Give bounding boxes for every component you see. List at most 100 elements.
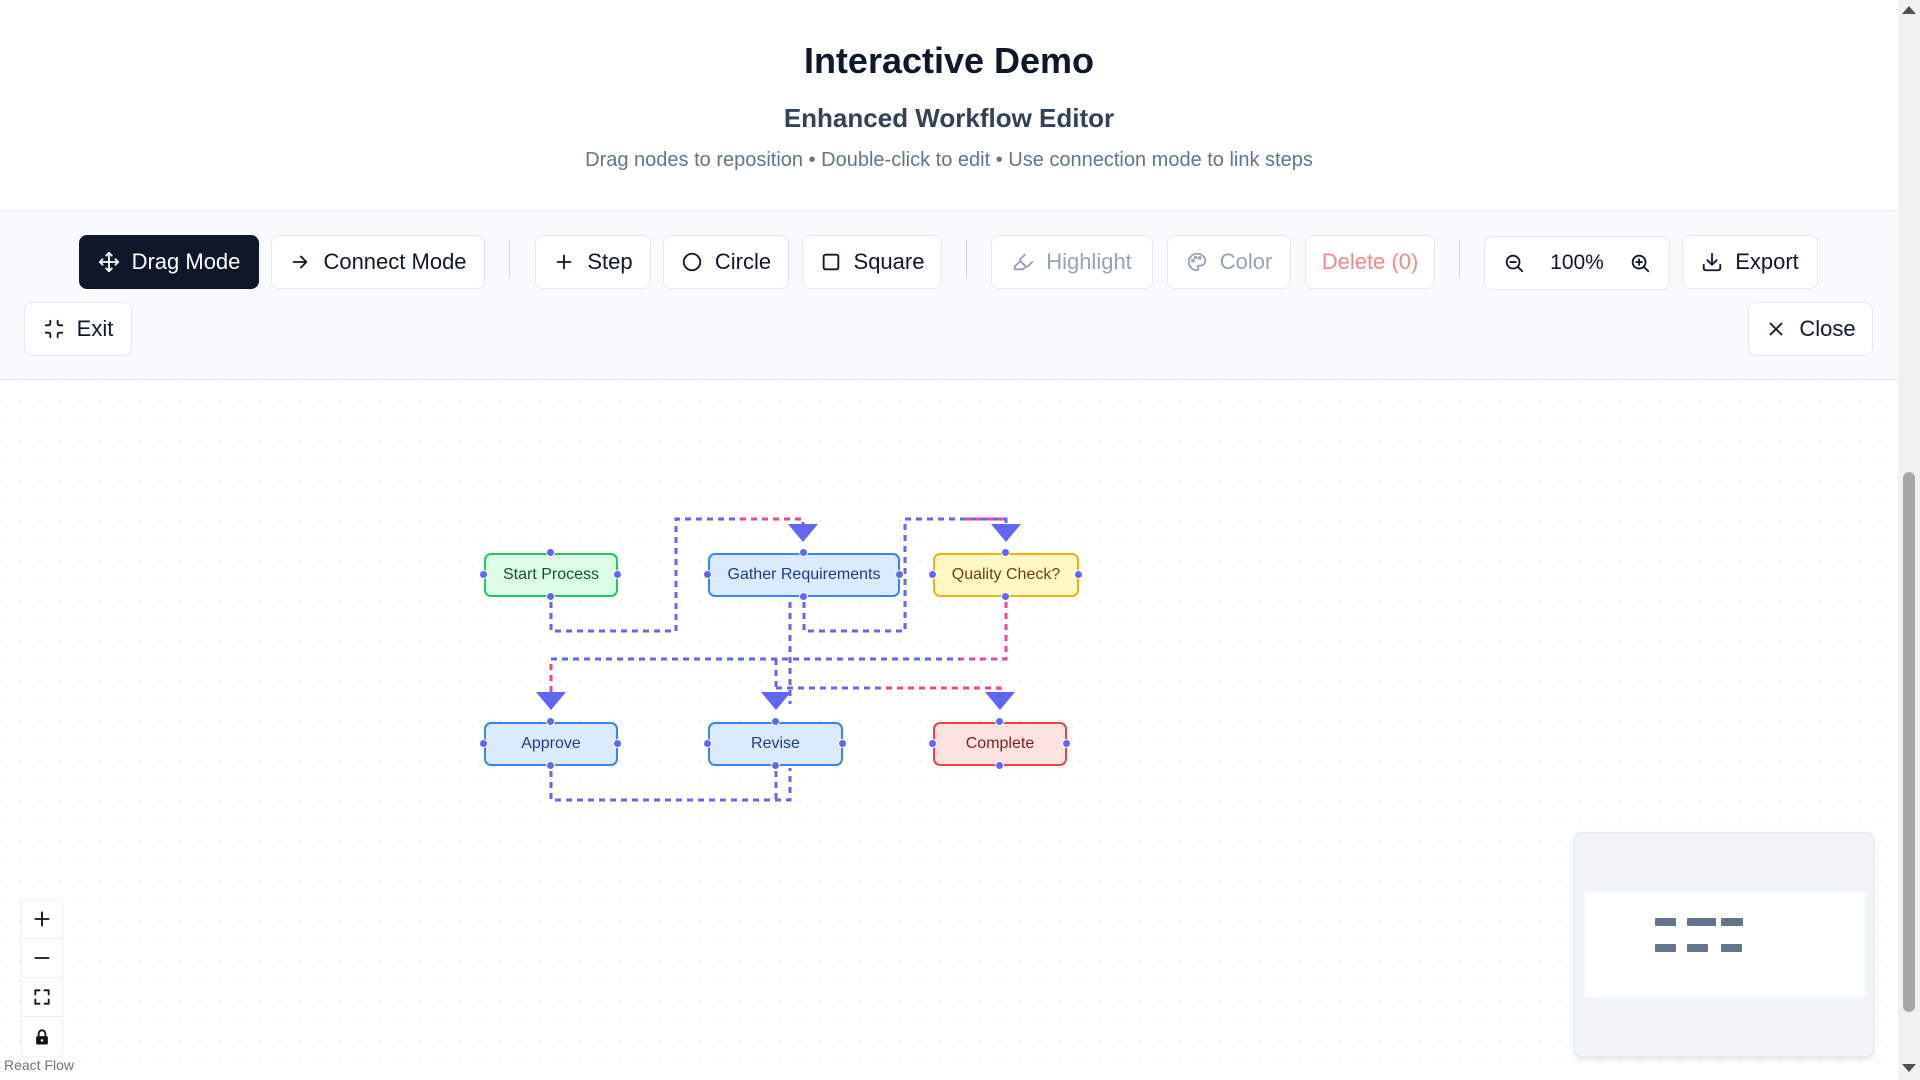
flow-lock-button[interactable] [22,1017,62,1056]
node-connection-handle[interactable] [546,592,555,601]
react-flow-attribution[interactable]: React Flow [4,1057,75,1073]
node-connection-handle[interactable] [546,717,555,726]
fit-view-icon [34,989,50,1005]
exit-label: Exit [76,316,114,341]
color-button[interactable]: Color [1167,235,1291,289]
node-connection-handle[interactable] [703,570,712,579]
node-connection-handle[interactable] [613,570,622,579]
node-connection-handle[interactable] [799,548,808,557]
add-step-button[interactable]: Step [535,235,651,289]
flow-node-start-process[interactable]: Start Process [484,553,618,597]
toolbar-divider [1459,240,1460,278]
palette-icon [1187,252,1206,272]
node-connection-handle[interactable] [703,739,712,748]
node-label: Gather Requirements [727,566,881,583]
toolbar-divider [966,240,967,278]
flow-node-complete[interactable]: Complete [933,722,1067,766]
lock-icon [36,1029,48,1044]
scroll-up-arrow[interactable] [1902,6,1916,14]
drag-mode-label: Drag Mode [131,249,241,274]
node-label: Revise [751,735,800,752]
node-connection-handle[interactable] [838,739,847,748]
zoom-in-icon [1631,254,1650,273]
plus-icon [34,911,50,927]
node-connection-handle[interactable] [799,592,808,601]
flow-node-quality-check[interactable]: Quality Check? [933,553,1079,597]
node-connection-handle[interactable] [479,570,488,579]
minimap-node [1721,944,1742,952]
export-label: Export [1735,249,1799,274]
flow-node-approve[interactable]: Approve [484,722,618,766]
node-connection-handle[interactable] [770,717,780,726]
square-icon [822,253,839,271]
node-label: Start Process [502,566,600,583]
delete-button[interactable]: Delete (0) [1305,235,1435,289]
minus-icon [34,957,50,959]
export-button[interactable]: Export [1682,235,1818,289]
color-label: Color [1219,249,1273,274]
move-icon [98,251,119,273]
delete-label: Delete (0) [1321,249,1419,274]
connect-mode-label: Connect Mode [323,249,467,274]
arrow-right-icon [293,255,308,269]
zoom-out-button[interactable] [1501,250,1527,276]
page-title: Interactive Demo [803,40,1095,81]
add-circle-label: Circle [714,249,772,274]
node-label: Quality Check? [951,566,1061,583]
node-connection-handle[interactable] [613,739,622,748]
exit-fullscreen-button[interactable]: Exit [24,302,132,356]
minimap-node [1655,918,1676,926]
add-square-button[interactable]: Square [802,235,942,289]
zoom-level: 100% [1550,251,1604,274]
close-label: Close [1799,316,1856,341]
node-connection-handle[interactable] [995,717,1004,726]
flow-zoom-in-button[interactable] [22,900,62,939]
zoom-control: 100% [1484,236,1670,290]
node-connection-handle[interactable] [995,761,1004,770]
node-connection-handle[interactable] [546,548,555,557]
node-connection-handle[interactable] [479,739,488,748]
plus-icon [557,254,572,270]
minimize-icon [44,319,63,339]
close-button[interactable]: Close [1748,302,1873,356]
flow-fit-view-button[interactable] [22,978,62,1017]
close-icon [1769,322,1783,336]
node-connection-handle[interactable] [1001,548,1010,557]
page-subtitle: Enhanced Workflow Editor [783,103,1115,133]
highlight-label: Highlight [1046,249,1132,274]
minimap-node [1721,918,1743,926]
node-connection-handle[interactable] [1074,570,1083,579]
node-connection-handle[interactable] [928,570,937,579]
minimap-node [1687,944,1708,952]
node-connection-handle[interactable] [895,570,904,579]
flow-node-gather-requirements[interactable]: Gather Requirements [708,553,900,597]
connect-mode-button[interactable]: Connect Mode [271,235,485,289]
node-label: Complete [965,735,1035,752]
node-connection-handle[interactable] [770,761,780,770]
minimap-node [1655,944,1676,952]
flow-minimap[interactable] [1574,832,1874,1057]
flow-zoom-out-button[interactable] [22,939,62,978]
node-label: Approve [521,735,581,752]
download-icon [1703,252,1722,272]
toolbar-divider [509,240,510,278]
node-connection-handle[interactable] [1001,592,1010,601]
add-square-label: Square [853,249,925,274]
scroll-thumb[interactable] [1903,472,1915,1012]
zoom-in-button[interactable] [1627,250,1653,276]
flow-controls [22,900,62,1056]
highlight-button[interactable]: Highlight [991,235,1153,289]
header: Interactive Demo Enhanced Workflow Edito… [0,0,1898,210]
scroll-down-arrow[interactable] [1902,1064,1916,1072]
page-scrollbar[interactable] [1898,0,1920,1080]
circle-icon [682,252,702,272]
node-connection-handle[interactable] [546,761,555,770]
highlighter-icon [1014,253,1034,271]
flow-node-revise[interactable]: Revise [708,722,843,766]
add-step-label: Step [587,249,633,274]
add-circle-button[interactable]: Circle [663,235,789,289]
node-connection-handle[interactable] [1062,739,1071,748]
drag-mode-button[interactable]: Drag Mode [79,235,259,289]
node-connection-handle[interactable] [928,739,937,748]
